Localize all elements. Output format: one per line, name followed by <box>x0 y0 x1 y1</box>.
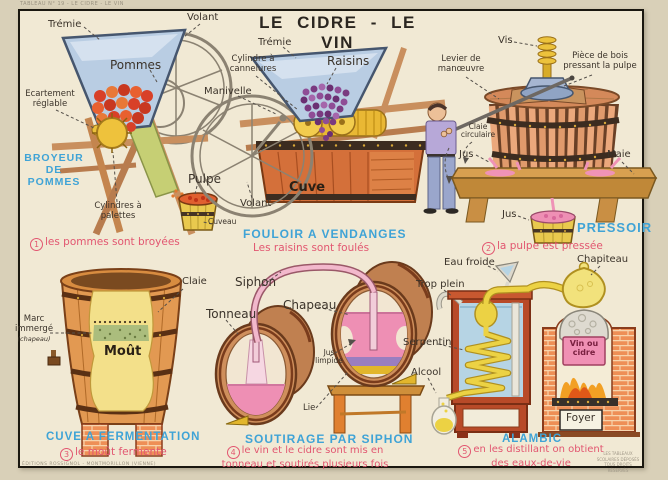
cooling-column <box>436 261 533 438</box>
label-chapeau: Chapeau <box>283 298 337 312</box>
label-raisins: Raisins <box>327 54 370 68</box>
label-marc-chapeau: (chapeau) <box>17 335 51 343</box>
pressoir-illustration <box>423 36 658 244</box>
alcohol-flask <box>431 397 457 435</box>
label-trop-plein: Trop plein <box>416 279 465 290</box>
label-piece-bois: Pièce de bois pressant la pulpe <box>563 51 637 71</box>
label-volant-fouloir: Volant <box>240 198 272 209</box>
fouloir-illustration <box>190 46 449 218</box>
section-title-soutirage: SOUTIRAGE PAR SIPHON <box>245 432 414 446</box>
section-title-fermentation: CUVE A FERMENTATION <box>46 431 201 443</box>
step-number-3: 3 <box>60 448 73 461</box>
label-tonneau: Tonneau <box>206 307 257 321</box>
section-title-alambic: ALAMBIC <box>502 433 563 445</box>
step-number-4: 4 <box>226 446 240 459</box>
label-pulpe: Pulpe <box>188 172 221 186</box>
label-ecartement: Ecartement réglable <box>25 89 75 109</box>
label-maie: Maie <box>607 149 631 160</box>
cuve-vat <box>256 141 426 203</box>
barrel-left <box>214 305 315 426</box>
imprint-right-line3: TOUS DROITS RÉSERVÉS <box>604 462 632 473</box>
roller-paddles <box>92 113 132 153</box>
label-claie-circulaire: Claie circulaire <box>460 122 496 140</box>
label-claie-fermentation: Claie <box>182 276 207 287</box>
flames <box>560 377 606 398</box>
label-marc-immerge: Marc immergé <box>14 314 54 334</box>
section-title-broyeur: BROYEUR DE POMMES <box>24 152 84 188</box>
section-title-fouloir: FOULOIR A VENDANGES <box>243 227 407 241</box>
maie-tray <box>450 167 658 223</box>
imprint-right: LES TABLEAUX SCOLAIRES DÉPOSÉS TOUS DROI… <box>596 451 640 473</box>
step-number-5: 5 <box>458 445 472 458</box>
label-levier: Levier de manœuvre <box>437 54 485 74</box>
section-title-pressoir: PRESSOIR <box>577 220 653 235</box>
label-volant-broyeur: Volant <box>187 12 219 23</box>
soutirage-illustration <box>214 261 433 434</box>
jus-bucket <box>530 210 576 244</box>
label-siphon: Siphon <box>235 275 277 289</box>
juice-streams <box>487 156 622 213</box>
label-cuve: Cuve <box>289 180 326 195</box>
label-lie: Lie <box>303 403 316 413</box>
cuveau-bucket <box>178 192 218 231</box>
plate-note: TABLEAU N° 19 - LE CIDRE - LE VIN <box>20 1 124 7</box>
label-tremie-fouloir: Trémie <box>258 37 292 48</box>
label-alcool: Alcool <box>411 367 442 378</box>
label-foyer: Foyer <box>566 412 596 424</box>
label-tremie-broyeur: Trémie <box>48 19 82 30</box>
table <box>326 385 426 434</box>
label-cylindre-cannelures: Cylindre à cannelures <box>229 54 277 74</box>
marc-band <box>93 325 149 341</box>
grapes <box>300 83 350 141</box>
label-vin-ou-cidre: Vin ou cidre <box>569 339 599 357</box>
label-manivelle: Manivelle <box>204 86 252 97</box>
label-pommes: Pommes <box>110 58 162 72</box>
label-cylindres-palettes: Cylindres à palettes <box>94 201 142 221</box>
worker <box>423 102 459 214</box>
imprint-right-line1: LES TABLEAUX <box>603 451 633 456</box>
foyer-plaque <box>559 409 603 431</box>
label-serpentin: Serpentin <box>403 337 452 348</box>
chapiteau-dome <box>482 261 606 309</box>
label-vis: Vis <box>498 35 513 46</box>
caption-fouloir: Les raisins sont foulés <box>253 242 370 254</box>
vin-ou-cidre-box <box>562 336 606 366</box>
label-cuveau: Cuveau <box>208 217 237 226</box>
poster-main-title: LE CIDRE - LE VIN <box>259 13 416 52</box>
broyeur-leaders <box>55 23 213 225</box>
label-jus-bas: Jus <box>502 209 517 220</box>
fermentation-illustration <box>47 268 184 457</box>
furnace <box>538 309 640 437</box>
label-chapiteau: Chapiteau <box>577 254 629 265</box>
label-mout: Moût <box>104 344 142 359</box>
barrel-right <box>330 261 433 388</box>
imprint-left: ÉDITIONS ROSSIGNOL - MONTMORILLON (VIENN… <box>22 462 156 467</box>
vis-screw <box>537 36 557 81</box>
step-number-2: 2 <box>482 242 495 255</box>
alambic-illustration <box>427 261 640 438</box>
fouloir-leaders <box>237 46 337 199</box>
label-jus-limpide: Jus limpide <box>315 348 343 366</box>
broyeur-illustration <box>51 23 233 236</box>
label-eau-froide: Eau froide <box>444 257 495 268</box>
imprint-right-line2: SCOLAIRES DÉPOSÉS <box>596 456 640 462</box>
claie-dots <box>93 320 147 324</box>
label-jus-haut: Jus <box>459 149 474 160</box>
step-number-1: 1 <box>30 238 43 251</box>
